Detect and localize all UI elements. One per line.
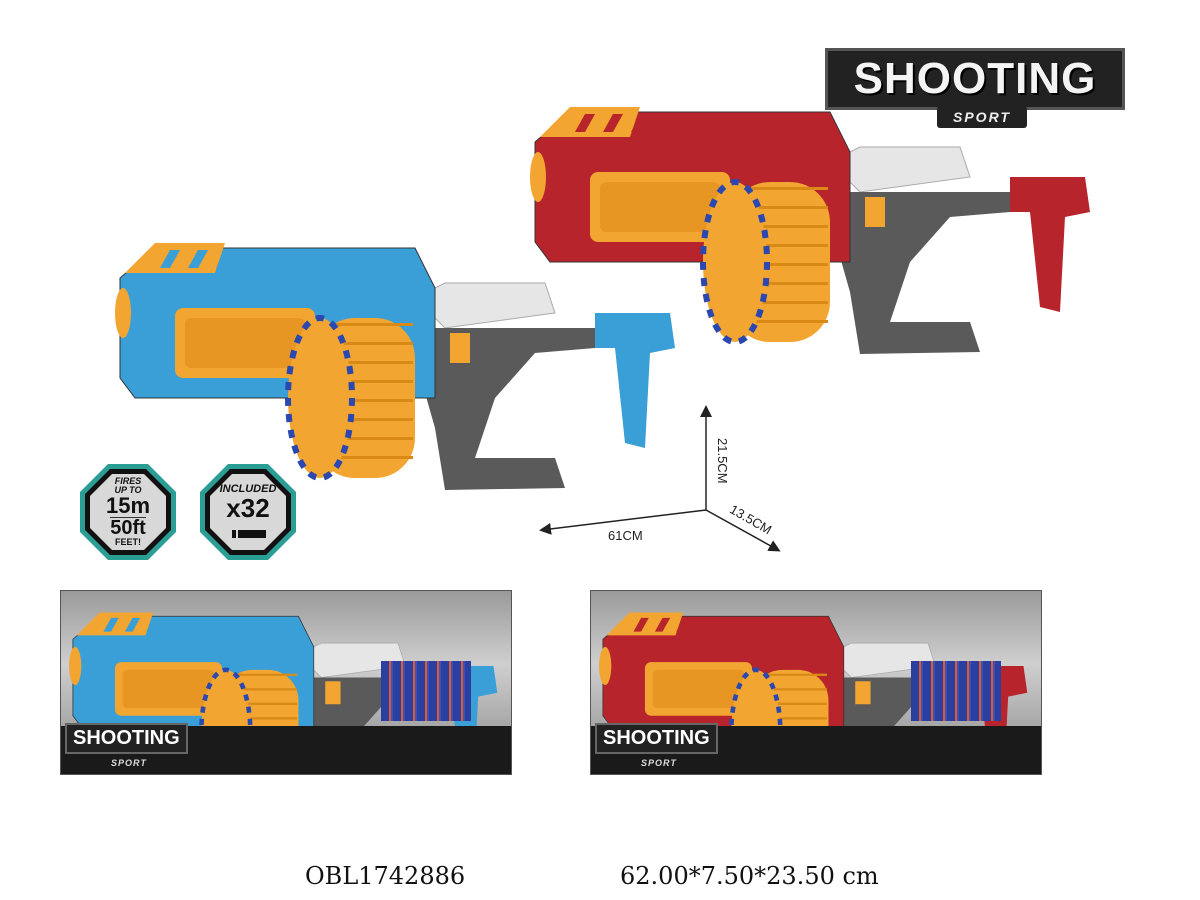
badge-text: UP TO [114,485,142,495]
darts-pack [911,661,1001,721]
badge-text: FIRES [114,476,142,486]
item-code: OBL1742886 [305,862,466,890]
package-red: SHOOTING SPORT [590,590,1042,775]
badge-text: FEET! [115,537,141,547]
package-size: 62.00*7.50*23.50 cm [620,862,879,890]
darts-included-badge: INCLUDED x32 [198,462,298,562]
badge-text: INCLUDED [219,483,277,495]
blue-blaster-image [115,243,675,490]
darts-pack [381,661,471,721]
badge-range-m: 15m [105,493,151,518]
logo-title: SHOOTING [825,48,1125,110]
red-blaster-image [530,107,1090,354]
logo-subtitle: SPORT [937,106,1027,128]
dimension-height: 21.5CM [715,438,730,484]
package-logo: SHOOTING [65,723,188,754]
package-logo: SHOOTING [595,723,718,754]
package-blue: SHOOTING SPORT [60,590,512,775]
range-badge: FIRES UP TO 15m 50ft FEET! [78,462,178,562]
badge-range-ft: 50ft [110,517,146,539]
dimension-length: 61CM [608,528,643,543]
package-logo-sub: SPORT [111,758,147,768]
brand-logo: SHOOTING SPORT [825,48,1125,132]
package-logo-sub: SPORT [641,758,677,768]
badge-count: x32 [226,493,270,523]
dimension-arrows [539,405,781,552]
